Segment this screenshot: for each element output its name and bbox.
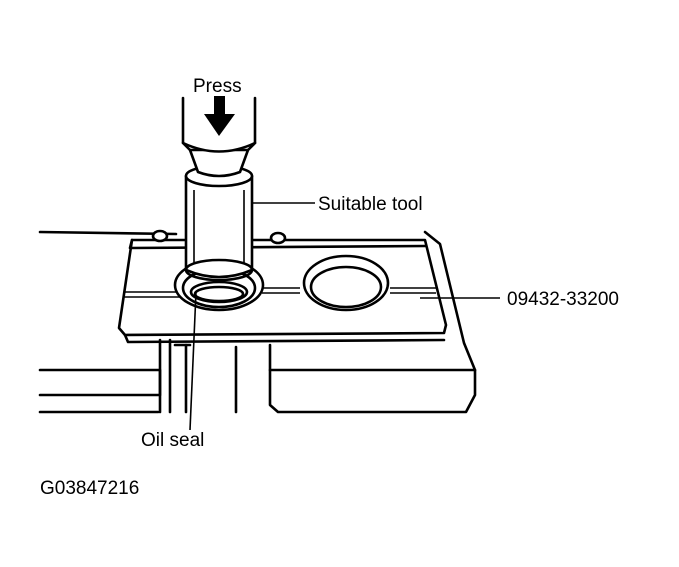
press-arrow-icon xyxy=(204,96,235,136)
oil-seal-label: Oil seal xyxy=(141,430,204,451)
figure-code: G03847216 xyxy=(40,478,139,499)
part-number-label: 09432-33200 xyxy=(507,289,619,310)
special-tool-plate xyxy=(117,229,448,344)
suitable-tool xyxy=(184,148,254,282)
press-label: Press xyxy=(193,76,242,97)
leader-lines xyxy=(189,202,500,431)
housing xyxy=(38,230,477,414)
suitable-tool-label: Suitable tool xyxy=(318,194,423,215)
